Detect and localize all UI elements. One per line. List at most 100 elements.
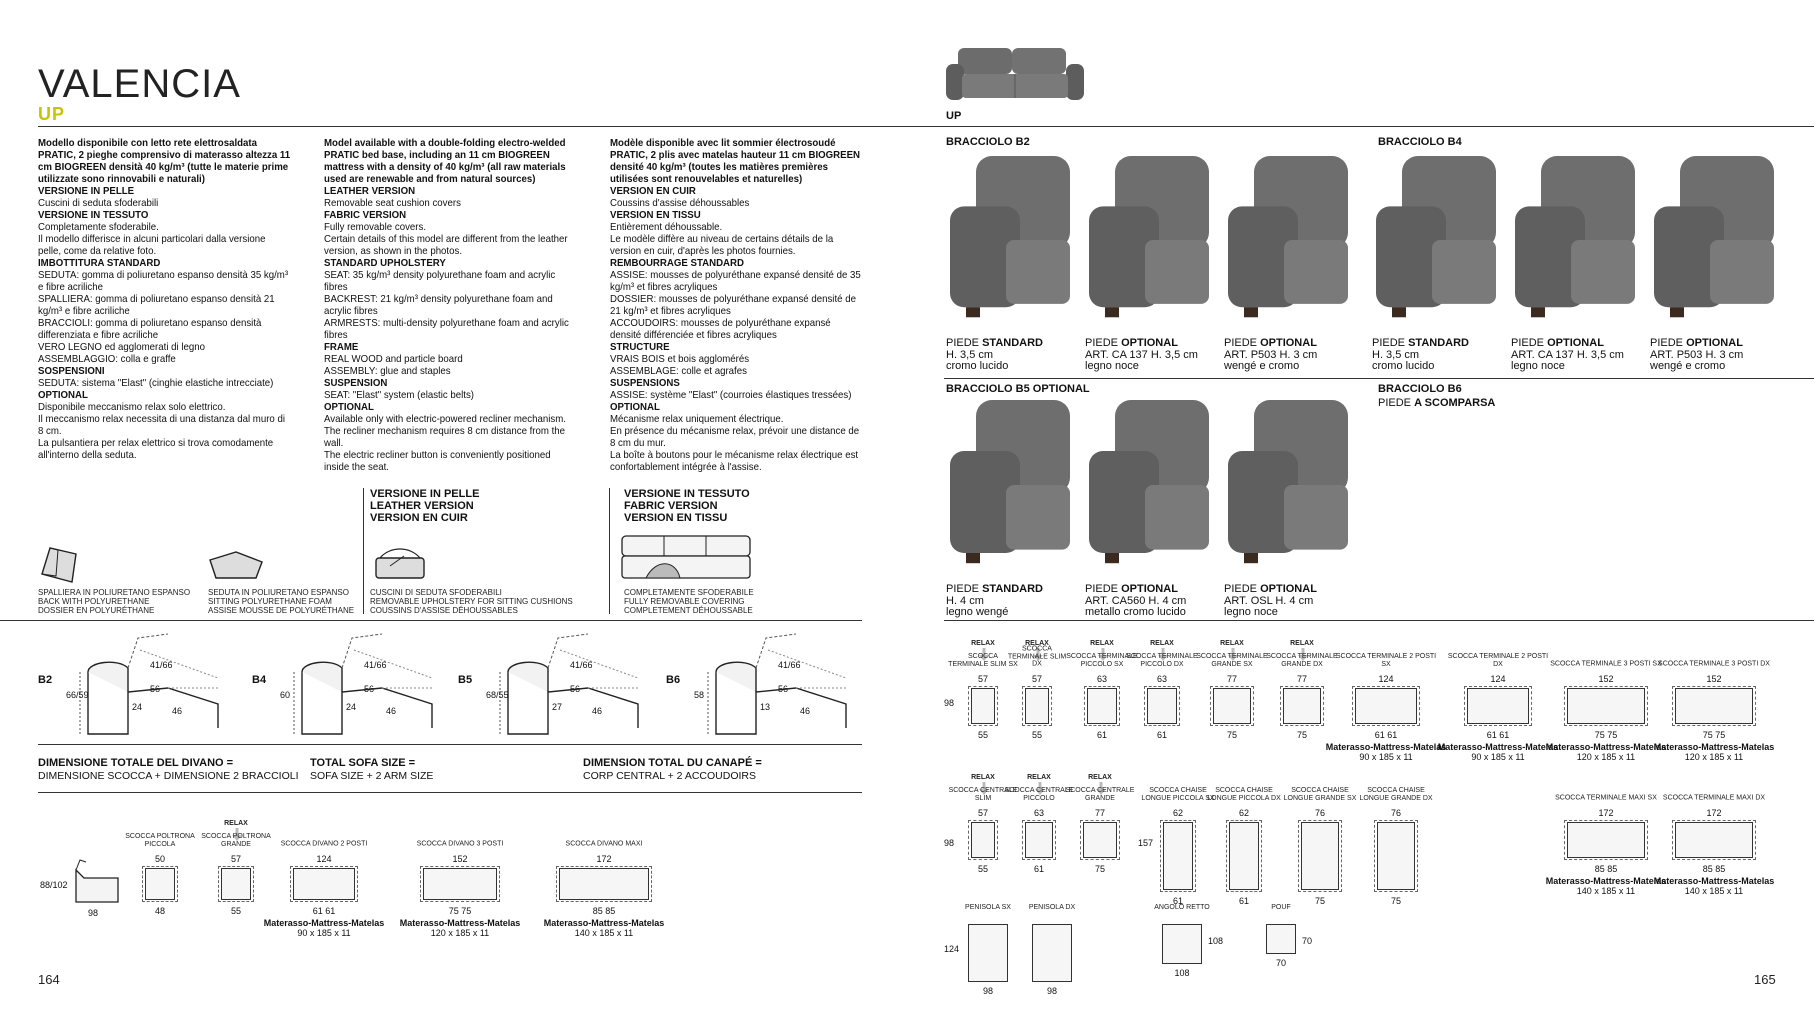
module-width-bottom: 75 [1094,864,1105,874]
module-width-bottom: 75 75 [1702,730,1726,740]
spec-line: FRAME [324,341,359,353]
spec-line: Completamente sfoderabile. [38,221,159,233]
module-width-bottom: 61 [1172,896,1183,906]
module-shape [293,868,355,900]
mattress-label: Materasso-Mattress-Matelas [1437,742,1559,752]
module-width-bottom: 61 61 [1374,730,1398,740]
module-shape [145,868,175,900]
spec-line: OPTIONAL [38,389,88,401]
module-width-bottom: 55 [1031,730,1042,740]
spec-line: VRAIS BOIS et bois agglomérés [610,353,750,365]
mattress-label: Materasso-Mattress-Matelas [1653,876,1775,886]
module-name: SCOCCA DIVANO 2 POSTI [280,840,368,848]
mattress-label: Materasso-Mattress-Matelas [1653,742,1775,752]
module-width-bottom: 75 [1314,896,1325,906]
mattress-size: 90 x 185 x 11 [1359,752,1413,762]
module-outline [1464,686,1532,726]
spec-line: ACCOUDOIRS: mousses de polyuréthane expa… [610,317,831,341]
module-outline [1672,820,1756,860]
module-width-top: 172 [596,854,612,864]
module-width-bottom: 75 [1226,730,1237,740]
spec-line: Model available with a double-folding el… [324,137,566,185]
backrest-foam-icon [36,544,82,591]
module-name: SCOCCA TERMINALE SLIM DX [1007,645,1067,668]
module-name: PENISOLA DX [1028,904,1076,911]
module-shape [1567,688,1645,724]
column-french: Modèle disponible avec lit sommier élect… [610,137,863,473]
arm-dimension: 41/66 [364,660,387,670]
arm-dimension: 41/66 [570,660,593,670]
module-name: ANGOLO RETTO [1154,904,1210,911]
mattress-size: 90 x 185 x 11 [1471,752,1525,762]
module-name: SCOCCA CHAISE LONGUE PICCOLA DX [1207,787,1281,802]
module-name: SCOCCA CENTRALE PICCOLO [1004,787,1074,802]
spec-line: Certain details of this model are differ… [324,233,568,257]
spec-line: VERSIONE IN TESSUTO [38,209,149,221]
module-shape [221,868,251,900]
module-outline [218,866,254,902]
module-name: SCOCCA TERMINALE 2 POSTI DX [1447,653,1549,668]
spec-line: REAL WOOD and particle board [324,353,463,365]
arm-dimension: 27 [552,702,563,712]
spec-line: SEAT: "Elast" system (elastic belts) [324,389,475,401]
module-outline [1672,686,1756,726]
arm-dimension: 46 [592,706,603,716]
module-name: SCOCCA TERMINALE MAXI SX [1555,794,1657,802]
module-shape [559,868,649,900]
arm-profile-label: B6 [666,674,681,686]
relax-label: RELAX [971,774,995,781]
page-title: VALENCIA [38,62,241,106]
arm-profile-label: B2 [38,674,53,686]
module-depth: 70 [1302,936,1313,946]
module-shape [1355,688,1417,724]
module-width-top: 57 [230,854,241,864]
module-shape [1025,688,1049,724]
relax-label: RELAX [1088,774,1112,781]
module-width-top: 63 [1096,674,1107,684]
dim-total-it-body: DIMENSIONE SCOCCA + DIMENSIONE 2 BRACCIO… [38,770,299,782]
spec-line: The recliner mechanism requires 8 cm dis… [324,425,566,449]
module-width-top: 57 [977,808,988,818]
module-width-top: 152 [1706,674,1722,684]
module-width-top: 124 [1490,674,1506,684]
spec-line: ASSISE: mousses de polyuréthane expansé … [610,269,861,293]
module-width-bottom: 98 [982,986,993,996]
mattress-size: 90 x 185 x 11 [297,928,351,938]
relax-label: RELAX [1150,640,1174,647]
module-outline [1080,820,1120,860]
spec-line: Il meccanismo relax necessita di una dis… [38,413,285,437]
module-width-bottom: 70 [1275,958,1286,968]
armrest-photo [1650,156,1774,324]
arm-dimension: 46 [386,706,397,716]
module-name: SCOCCA DIVANO MAXI [565,840,643,848]
mattress-label: Materasso-Mattress-Matelas [1545,876,1667,886]
module-width-bottom: 98 [1046,986,1057,996]
module-width-top: 76 [1390,808,1401,818]
module-outline [290,866,358,902]
module-shape [971,688,995,724]
module-shape [1283,688,1321,724]
relax-arrow-icon [1034,782,1046,801]
module-name: PENISOLA SX [965,904,1011,911]
module-width-top: 57 [1031,674,1042,684]
spec-line: ASSEMBLY: glue and staples [324,365,451,377]
module-width-top: 57 [977,674,988,684]
arm-profile-drawing [696,628,866,745]
module-width-top: 76 [1314,808,1325,818]
module-width-top: 77 [1094,808,1105,818]
module-width-bottom: 75 75 [448,906,472,916]
mattress-label: Materasso-Mattress-Matelas [1545,742,1667,752]
mattress-label: Materasso-Mattress-Matelas [1325,742,1447,752]
module-width-bottom: 55 [230,906,241,916]
relax-arrow-icon [1227,648,1239,667]
page-number-left: 164 [38,972,60,987]
b6-subtitle: PIEDE A SCOMPARSA [1378,397,1496,409]
relax-label: RELAX [971,640,995,647]
module-width-bottom: 61 [1096,730,1107,740]
module-shape [1266,924,1296,954]
